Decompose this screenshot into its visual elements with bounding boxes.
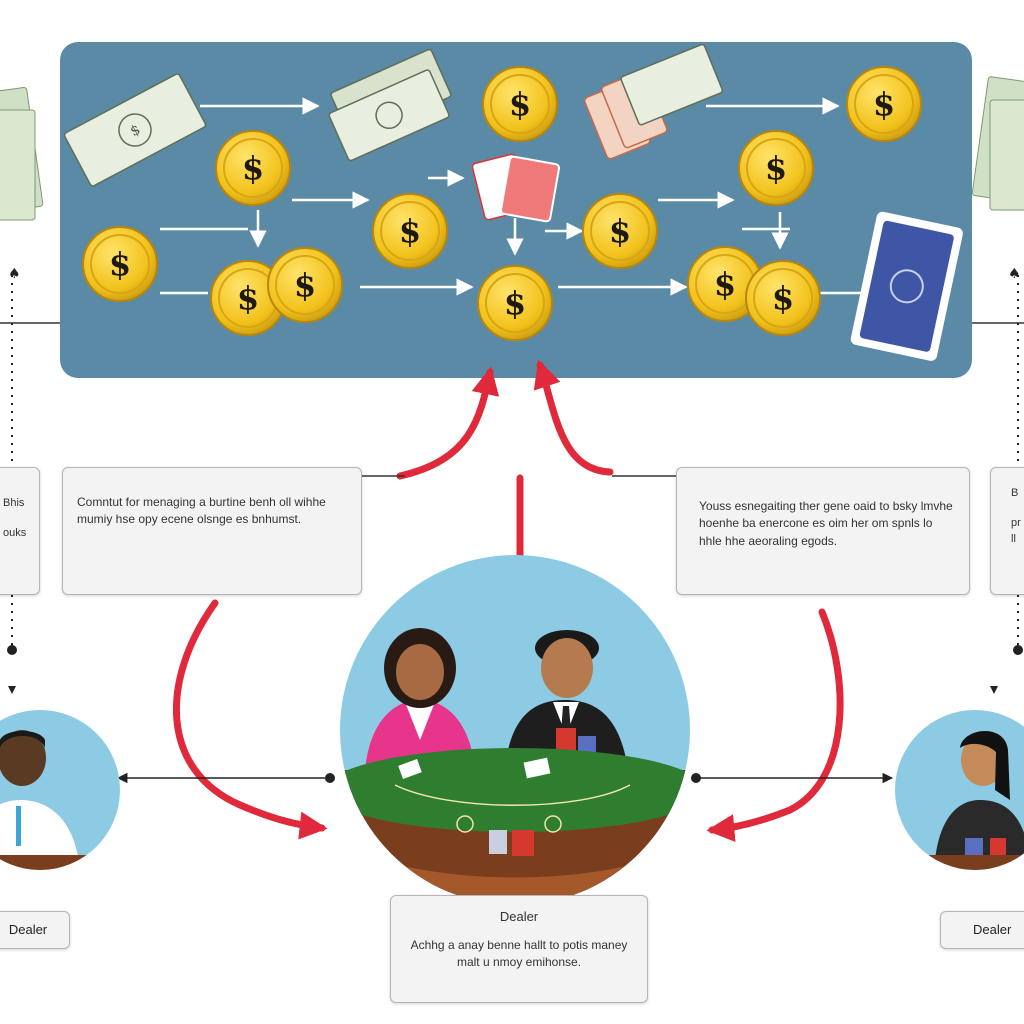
dollar-coin-icon: $ xyxy=(738,130,814,206)
left-person-label-text: Dealer xyxy=(8,922,48,937)
svg-text:$: $ xyxy=(772,279,794,317)
dollar-coin-icon: $ xyxy=(745,260,821,336)
dollar-coin-icon: $ xyxy=(372,193,448,269)
right-person-label: Dealer xyxy=(940,911,1024,949)
svg-text:$: $ xyxy=(714,265,736,303)
playing-cards-icon xyxy=(583,43,723,160)
svg-text:♠: ♠ xyxy=(8,266,21,282)
svg-text:$: $ xyxy=(242,149,264,187)
blackjack-table-scene xyxy=(340,555,690,905)
player-avatar-right xyxy=(895,710,1024,870)
dollar-coin-icon: $ xyxy=(215,130,291,206)
svg-text:$: $ xyxy=(109,245,131,283)
dollar-coin-icon: $ xyxy=(846,66,922,142)
partial-note-right: B pr ll xyxy=(990,467,1024,595)
partial-note-right-line-1: B xyxy=(1011,487,1019,499)
bankroll-note-text: Comntut for menaging a burtine benh oll … xyxy=(77,495,326,527)
dealer-note-title: Dealer xyxy=(499,909,539,924)
svg-text:♠: ♠ xyxy=(1008,266,1021,282)
dollar-coin-icon: $ xyxy=(477,265,553,341)
banknote-icon xyxy=(328,48,452,162)
dollar-coin-icon: $ xyxy=(210,260,286,336)
partial-note-left: Bhis ouks xyxy=(0,467,40,595)
dollar-coin-icon: $ xyxy=(582,193,658,269)
right-person-label-text: Dealer xyxy=(973,922,1012,937)
dollar-coin-icon: $ xyxy=(267,247,343,323)
left-person-label: Dealer xyxy=(0,911,70,949)
svg-text:$: $ xyxy=(504,284,526,322)
flow-arrows xyxy=(160,97,868,296)
dollar-coin-icon: $ xyxy=(82,226,158,302)
svg-text:$: $ xyxy=(509,85,531,123)
banknote-icon xyxy=(971,76,1024,211)
partial-note-left-line-2: ouks xyxy=(3,526,27,539)
svg-text:$: $ xyxy=(609,212,631,250)
svg-text:$: $ xyxy=(399,212,421,250)
coin-group: $ $ $ $ $ $ $ $ $ $ $ $ xyxy=(82,66,922,341)
svg-text:$: $ xyxy=(237,279,259,317)
bankroll-note-box: Comntut for menaging a burtine benh oll … xyxy=(62,467,362,595)
partial-note-right-line-3: ll xyxy=(1011,532,1016,545)
banknote-icon xyxy=(0,86,44,221)
dollar-coin-icon: $ xyxy=(687,246,763,322)
strategy-note-text: Youss esnegaiting ther gene oaid to bsky… xyxy=(699,499,953,548)
partial-note-right-line-2: pr xyxy=(1011,516,1021,529)
strategy-note-box: Youss esnegaiting ther gene oaid to bsky… xyxy=(676,467,970,595)
card-deck-icon xyxy=(850,211,963,361)
partial-note-left-line-1: Bhis xyxy=(3,497,25,509)
player-avatar-left xyxy=(0,710,120,870)
dealer-note-text: Achhg a anay benne hallt to potis maney … xyxy=(410,937,628,970)
playing-cards-icon xyxy=(471,153,561,223)
svg-text:$: $ xyxy=(765,149,787,187)
svg-text:$: $ xyxy=(873,85,895,123)
dollar-coin-icon: $ xyxy=(482,66,558,142)
dealer-note-box: Dealer Achhg a anay benne hallt to potis… xyxy=(390,895,648,1003)
svg-text:$: $ xyxy=(294,266,316,304)
banknote-icon: $ xyxy=(63,73,207,187)
